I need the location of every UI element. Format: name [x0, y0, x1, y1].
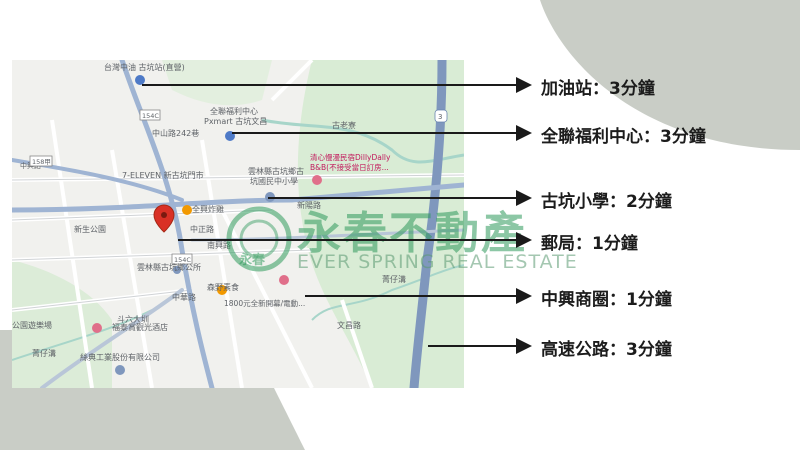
svg-text:7-ELEVEN 新古坑門市: 7-ELEVEN 新古坑門市	[122, 170, 204, 180]
legend-highway: 高速公路：3分鐘	[541, 340, 672, 360]
poi-factory[interactable]: 絲典工業股份有限公司	[80, 352, 160, 375]
poi-hotel[interactable]: 福泰賞觀光酒店	[92, 322, 168, 333]
svg-text:坑國民中小學: 坑國民中小學	[250, 176, 298, 186]
poi-fried-chicken[interactable]: 全興炸雞	[182, 204, 224, 215]
svg-text:全興炸雞: 全興炸雞	[192, 204, 224, 214]
legend-pxmart: 全聯福利中心：3分鐘	[541, 127, 706, 147]
location-pin[interactable]	[153, 204, 175, 233]
svg-text:154C: 154C	[174, 256, 191, 264]
svg-text:福泰賞觀光酒店: 福泰賞觀光酒店	[112, 322, 168, 332]
legend-school: 古坑小學：2分鐘	[541, 192, 672, 212]
poi-bnb[interactable]: 清心慢漫民宿DillyDally B&B(不接受當日訂房...	[310, 152, 391, 185]
svg-text:公園遊樂場: 公園遊樂場	[12, 320, 52, 330]
road-label-xinyang: 新陽路	[297, 200, 321, 210]
poi-food[interactable]: 森野素食	[207, 282, 239, 295]
svg-text:新生公園: 新生公園	[74, 224, 106, 234]
svg-text:清心慢漫民宿DillyDally: 清心慢漫民宿DillyDally	[310, 152, 391, 162]
map-view[interactable]: 中山路242巷 中正路 中華路 南興路 新陽路 古老寮 菁仔溝 菁仔溝 文昌路 …	[12, 60, 464, 388]
poi-shop[interactable]: 1800元全新開幕/電動...	[224, 275, 305, 308]
svg-text:158甲: 158甲	[32, 158, 51, 166]
svg-text:雲林縣古坑鄉古: 雲林縣古坑鄉古	[248, 166, 304, 176]
top-right-blob	[540, 0, 800, 150]
route-shield-149c: 154C	[139, 109, 161, 121]
svg-text:1800元全新開幕/電動...: 1800元全新開幕/電動...	[224, 298, 305, 308]
svg-text:Pxmart 古坑文昌: Pxmart 古坑文昌	[204, 116, 267, 126]
svg-text:森野素食: 森野素食	[207, 282, 239, 292]
svg-text:雲林縣古坑鄉公所: 雲林縣古坑鄉公所	[137, 262, 201, 272]
svg-text:154C: 154C	[142, 112, 159, 120]
road-label-nanxing: 南興路	[207, 240, 231, 250]
road-label-douliu: 斗六大圳	[117, 314, 149, 324]
stream	[311, 264, 464, 321]
road-label-gulaoliao: 古老寮	[332, 120, 356, 130]
route-shield-158: 158甲	[29, 155, 53, 167]
map-canvas: 中山路242巷 中正路 中華路 南興路 新陽路 古老寮 菁仔溝 菁仔溝 文昌路 …	[12, 60, 464, 388]
legend-gas-station: 加油站：3分鐘	[541, 79, 655, 99]
poi-seven-eleven[interactable]: 7-ELEVEN 新古坑門市	[122, 170, 204, 180]
road-label-qingzi-2: 菁仔溝	[32, 348, 56, 358]
poi-gas-station[interactable]: 台灣中油 古坑站(直營)	[104, 62, 185, 85]
road-label-zhongzheng: 中正路	[190, 224, 214, 234]
svg-text:絲典工業股份有限公司: 絲典工業股份有限公司	[80, 352, 160, 362]
svg-text:B&B(不接受當日訂房...: B&B(不接受當日訂房...	[310, 162, 389, 172]
poi-park[interactable]: 新生公園	[74, 224, 106, 234]
poi-town-office[interactable]: 雲林縣古坑鄉公所	[137, 262, 201, 274]
road-label-qingzi: 菁仔溝	[382, 274, 406, 284]
poi-gym[interactable]: 公園遊樂場	[12, 320, 52, 330]
road-label-wenchang: 文昌路	[337, 320, 361, 330]
poi-school[interactable]: 雲林縣古坑鄉古 坑國民中小學	[248, 166, 304, 202]
road-label-zhonghua: 中華路	[172, 292, 196, 302]
legend-zhongxing: 中興商圈：1分鐘	[541, 290, 672, 310]
road-label-zhongshan-242: 中山路242巷	[152, 128, 199, 138]
svg-text:台灣中油 古坑站(直營): 台灣中油 古坑站(直營)	[104, 62, 185, 72]
green-area-north	[162, 60, 272, 106]
route-shield-149c-2: 154C	[171, 253, 193, 265]
road-south	[40, 288, 184, 388]
svg-text:3: 3	[438, 113, 442, 121]
legend-post-office: 郵局：1分鐘	[541, 234, 638, 254]
poi-pxmart[interactable]: 全聯福利中心 Pxmart 古坑文昌	[204, 106, 267, 141]
svg-text:全聯福利中心: 全聯福利中心	[210, 106, 258, 116]
route-shield-highway: 3	[434, 109, 448, 123]
